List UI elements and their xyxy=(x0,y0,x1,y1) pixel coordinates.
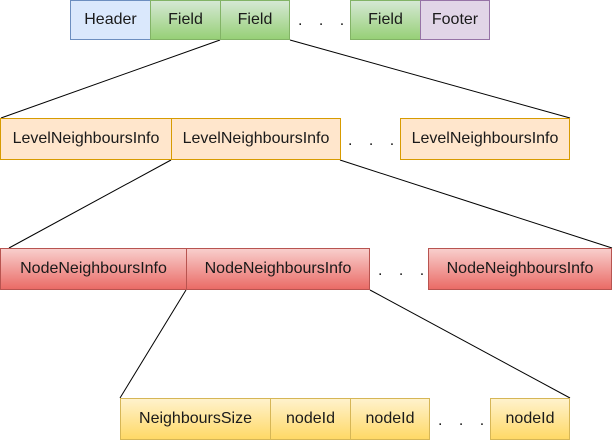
row2-ellipsis: . . . xyxy=(348,132,401,149)
connector-field-to-level-left xyxy=(0,39,221,119)
footer-block: Footer xyxy=(420,0,490,40)
level-neighbours-info-2: LevelNeighboursInfo xyxy=(171,118,341,160)
level-neighbours-info-3: LevelNeighboursInfo xyxy=(400,118,570,160)
connector-level-to-node-right xyxy=(339,159,613,249)
node-id-block-3: nodeId xyxy=(490,398,570,440)
header-block: Header xyxy=(70,0,151,40)
connector-node-to-nbr-left xyxy=(119,289,187,399)
row3-ellipsis: . . . xyxy=(378,262,431,279)
connector-node-to-nbr-right xyxy=(369,289,571,399)
field-block-2: Field xyxy=(220,0,290,40)
connector-field-to-level-right xyxy=(289,39,571,119)
node-neighbours-info-1: NodeNeighboursInfo xyxy=(0,248,187,290)
node-id-block-2: nodeId xyxy=(350,398,430,440)
field-block-1: Field xyxy=(150,0,221,40)
connector-level-to-node-left xyxy=(8,159,172,249)
level-neighbours-info-1: LevelNeighboursInfo xyxy=(0,118,172,160)
row4-ellipsis: . . . xyxy=(438,412,491,429)
node-id-block-1: nodeId xyxy=(270,398,351,440)
neighbours-size-block: NeighboursSize xyxy=(120,398,271,440)
field-block-3: Field xyxy=(350,0,421,40)
node-neighbours-info-3: NodeNeighboursInfo xyxy=(428,248,612,290)
node-neighbours-info-2: NodeNeighboursInfo xyxy=(186,248,370,290)
row1-ellipsis: . . . xyxy=(298,12,351,29)
